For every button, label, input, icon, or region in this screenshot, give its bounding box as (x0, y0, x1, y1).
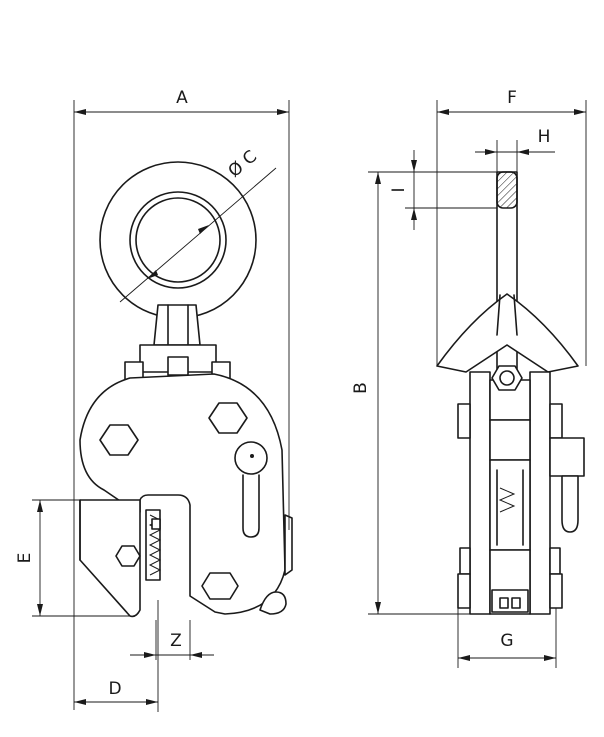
dimension-b (368, 171, 497, 615)
jaw-block (79, 499, 141, 618)
dimension-lines (32, 100, 587, 712)
front-view (79, 161, 293, 618)
handle-pin (234, 441, 293, 615)
hex-bolt-middle (115, 545, 141, 567)
hex-bolt-top-left (99, 424, 139, 456)
label-a: A (176, 88, 188, 108)
label-z: Z (170, 631, 182, 651)
top-nut (491, 365, 523, 391)
label-b: B (351, 382, 371, 394)
lifting-eye (99, 161, 257, 319)
side-bolts (457, 403, 563, 609)
dimension-a (73, 100, 290, 710)
bottom-block (491, 589, 529, 613)
label-g: G (500, 631, 513, 651)
dimension-g (457, 608, 557, 668)
label-h: H (538, 127, 551, 147)
saddle-wings (436, 293, 579, 373)
side-handle (549, 437, 585, 533)
dimension-h (475, 140, 555, 172)
side-plates (469, 371, 551, 615)
hex-bolt-top-right (208, 402, 248, 434)
dimension-labels: A Ø C D Z E F H I B G (15, 88, 550, 699)
spring-detail (496, 469, 524, 546)
dimension-e (32, 499, 130, 617)
cam-teeth (145, 509, 162, 581)
label-i: I (389, 187, 409, 192)
label-e: E (15, 553, 35, 564)
dimension-f (436, 100, 587, 366)
dimension-i (405, 150, 497, 230)
hex-bolt-bottom (201, 572, 239, 600)
label-d: D (108, 679, 121, 699)
dimension-z (130, 620, 214, 660)
label-f: F (507, 88, 517, 108)
side-view (436, 171, 585, 615)
dimension-d (74, 600, 159, 712)
dimension-c (119, 167, 277, 303)
label-c: Ø C (225, 147, 261, 182)
